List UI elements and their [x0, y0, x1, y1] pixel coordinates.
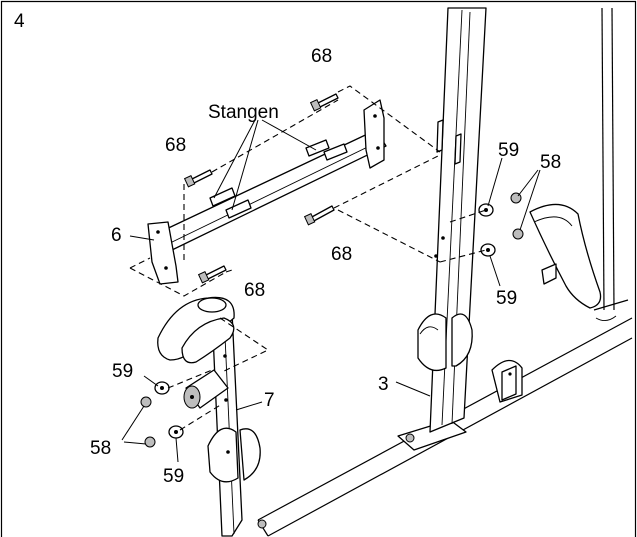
label-nut-58-left: 58 [90, 438, 111, 459]
washer-59-left-bottom [168, 425, 184, 439]
label-washer-59-right-top: 59 [498, 140, 519, 161]
bolt-68-left [183, 169, 213, 188]
label-nut-58-right: 58 [540, 152, 561, 173]
right-frame [529, 7, 629, 321]
label-washer-59-left-bottom: 59 [163, 466, 184, 487]
label-part-6: 6 [111, 225, 122, 246]
nut-58-left-bottom [144, 436, 156, 448]
washer-59-left-top [154, 381, 170, 395]
leader-lines [121, 119, 541, 463]
label-washer-59-left-top: 59 [112, 361, 133, 382]
rods-stangen [209, 139, 348, 219]
bolt-68-center [303, 205, 335, 226]
label-part-3: 3 [378, 374, 389, 395]
label-bolt-68-top: 68 [311, 46, 332, 67]
step-number: 4 [14, 11, 25, 32]
bolt-68-top [309, 93, 339, 112]
label-washer-59-right-bottom: 59 [496, 288, 517, 309]
washer-59-right-bottom [480, 243, 496, 257]
alignment-lines [129, 85, 487, 431]
label-part-7: 7 [264, 390, 275, 411]
upright-post-3 [417, 7, 487, 433]
label-rods-stangen: Stangen [208, 102, 279, 123]
nut-58-left-top [140, 396, 152, 408]
washer-59-right-top [478, 203, 494, 217]
nut-58-right-bottom [512, 228, 524, 240]
crossbar-6 [147, 99, 387, 285]
bolt-68-lower [197, 265, 227, 284]
label-bolt-68-lower: 68 [244, 280, 265, 301]
upright-7 [157, 296, 261, 537]
label-bolt-68-left: 68 [165, 135, 186, 156]
label-bolt-68-center: 68 [331, 244, 352, 265]
